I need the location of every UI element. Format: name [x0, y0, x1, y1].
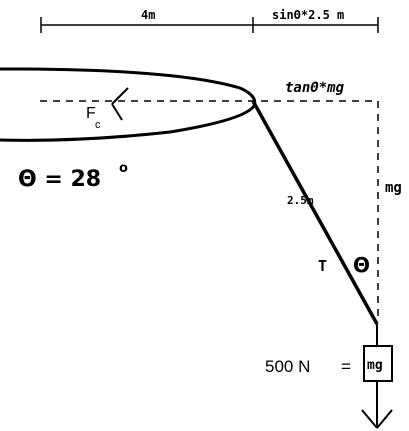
carousel-disc [0, 67, 257, 142]
angle-degree: o [119, 161, 128, 176]
tension-label: T [318, 257, 327, 275]
dimension-bar [40, 17, 379, 33]
weight-arrow [361, 381, 393, 429]
rope-length-label: 2.5m [287, 194, 314, 207]
horizontal-distance-label: 4m [141, 8, 155, 22]
weight-box [363, 345, 393, 382]
horizontal-extension-label: sinΘ*2.5 m [272, 8, 344, 22]
vertical-force-label: mg [385, 180, 402, 196]
force-symbol: F [86, 105, 96, 122]
angle-symbol: Θ [353, 253, 370, 277]
mass-label: mg [367, 358, 383, 373]
weight-value: 500 N [265, 357, 310, 376]
centripetal-force-label: tanΘ*mg [285, 80, 345, 96]
force-subscript: c [95, 119, 101, 131]
rope [251, 100, 379, 325]
centripetal-arrow [111, 87, 129, 121]
equals-sign: = [341, 357, 351, 376]
angle-equation: Θ = 28 [18, 167, 101, 192]
